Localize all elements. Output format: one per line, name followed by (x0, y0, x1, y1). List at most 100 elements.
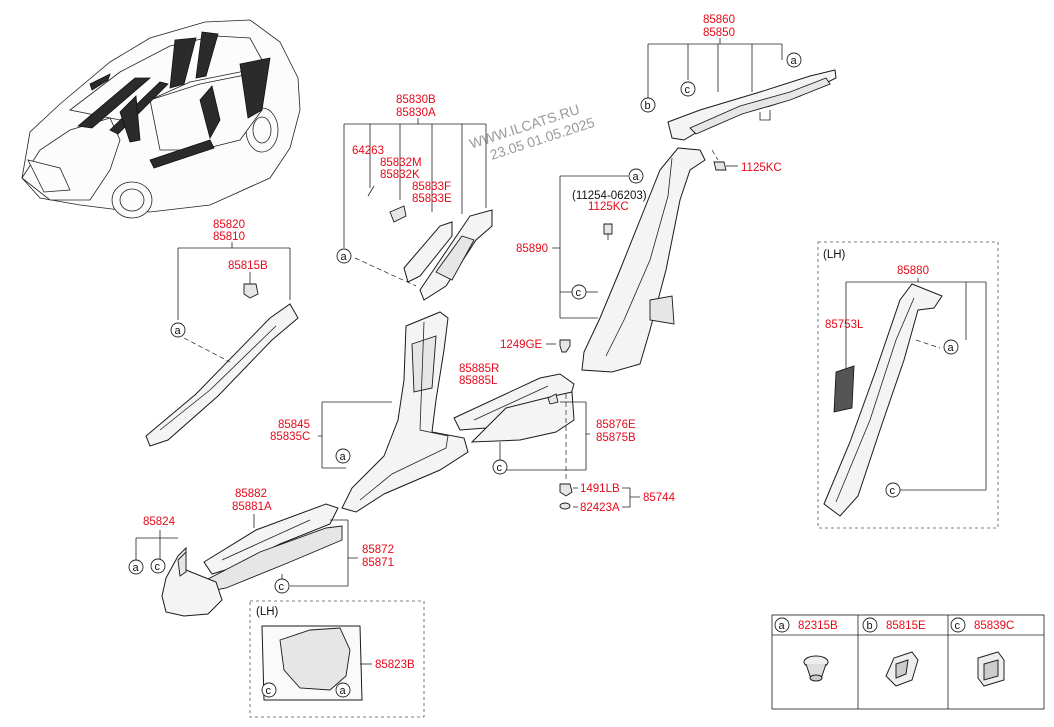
part-85882[interactable]: 85882 85881A (203, 488, 339, 575)
label-85882: 85882 (235, 488, 267, 500)
label-85753L: 85753L (825, 319, 864, 331)
part-1249GE[interactable]: 1249GE (500, 339, 571, 353)
label-85810: 85810 (213, 231, 245, 243)
label-85880: 85880 (897, 265, 929, 277)
label-85876E: 85876E (596, 419, 636, 431)
svg-text:a: a (133, 562, 140, 574)
label-85820: 85820 (213, 219, 245, 231)
part-85885[interactable]: 85885R 85885L (453, 363, 575, 443)
callout-a: a (943, 339, 959, 355)
label-85824: 85824 (143, 516, 176, 528)
legend-part-b: 85815E (886, 620, 926, 632)
label-85744: 85744 (643, 492, 676, 504)
legend-b: b (862, 617, 878, 633)
label-85885R: 85885R (459, 363, 499, 375)
label-85815B: 85815B (228, 260, 268, 272)
callout-a: a (336, 248, 352, 264)
label-85832K: 85832K (380, 169, 420, 181)
label-lh-2: (LH) (256, 606, 279, 618)
label-11254: (11254-06203) (572, 190, 647, 202)
svg-text:c: c (266, 685, 272, 697)
label-85833E: 85833E (412, 193, 452, 205)
part-85860[interactable]: 85860 85850 (647, 14, 837, 141)
label-1125KC-a: 1125KC (741, 162, 782, 174)
svg-text:c: c (155, 561, 161, 573)
label-1491LB: 1491LB (580, 483, 620, 495)
svg-text:a: a (779, 620, 786, 632)
callout-a: a (786, 52, 802, 68)
svg-text:a: a (791, 55, 798, 67)
svg-text:a: a (948, 342, 955, 354)
svg-text:a: a (341, 251, 348, 263)
label-85832M: 85832M (380, 157, 422, 169)
callout-c: c (274, 578, 290, 594)
svg-text:b: b (645, 100, 651, 112)
legend-c: c (950, 617, 966, 633)
svg-text:c: c (279, 581, 285, 593)
svg-text:c: c (685, 84, 691, 96)
legend-table: a 82315B b 85815E c 85839C (771, 614, 1045, 710)
part-85890[interactable]: (11254-06203) 1125KC 85890 (516, 147, 706, 373)
legend-part-a: 82315B (798, 620, 838, 632)
label-85830A: 85830A (396, 107, 436, 119)
callout-c: c (261, 682, 277, 698)
label-85835C: 85835C (270, 431, 310, 443)
svg-text:a: a (175, 325, 182, 337)
lh-box-85880: (LH) 85880 85753L (817, 241, 999, 529)
part-85845[interactable]: 85845 85835C (270, 311, 469, 513)
label-1249GE: 1249GE (500, 339, 543, 351)
callout-a: a (335, 682, 351, 698)
label-85881A: 85881A (232, 501, 272, 513)
clip-a-icon (803, 655, 829, 682)
legend-part-c: 85839C (974, 620, 1014, 632)
part-85820[interactable]: 85820 85810 85815B (145, 219, 299, 447)
svg-text:a: a (633, 171, 640, 183)
callout-a: a (628, 168, 644, 184)
label-85833F: 85833F (412, 181, 451, 193)
label-85875B: 85875B (596, 432, 636, 444)
label-85890: 85890 (516, 243, 548, 255)
label-85850: 85850 (703, 27, 735, 39)
callout-a: a (335, 448, 351, 464)
svg-text:c: c (576, 287, 582, 299)
clip-c-icon (977, 651, 1005, 687)
svg-text:c: c (890, 485, 896, 497)
callout-a: a (128, 559, 144, 575)
clip-b-icon (885, 651, 919, 687)
callout-c: c (571, 284, 587, 300)
label-85860: 85860 (703, 14, 735, 26)
svg-text:a: a (340, 685, 347, 697)
label-85872: 85872 (362, 544, 394, 556)
part-85830[interactable]: 85830B 85830A 64263 85832M 85832K 85833F… (343, 94, 493, 301)
label-82423A: 82423A (580, 502, 620, 514)
callout-b: b (640, 97, 656, 113)
label-85871: 85871 (362, 557, 394, 569)
part-85744[interactable]: 1491LB 82423A 85744 (559, 394, 676, 514)
callouts: a c b a c a a a c c a c a c c a (128, 52, 959, 698)
label-1125KC-b: 1125KC (588, 201, 629, 213)
callout-a: a (170, 322, 186, 338)
part-85824[interactable]: 85824 (135, 516, 223, 617)
callout-c: c (492, 459, 508, 475)
legend-a: a (774, 617, 790, 633)
label-64263: 64263 (352, 145, 384, 157)
svg-text:b: b (867, 620, 873, 632)
callout-c: c (150, 558, 166, 574)
label-85830B: 85830B (396, 94, 436, 106)
label-85823B: 85823B (375, 659, 415, 671)
part-85876[interactable]: 85876E 85875B (499, 401, 636, 471)
label-85845: 85845 (278, 419, 310, 431)
watermark: WWW.ILCATS.RU 23.05 01.05.2025 (467, 101, 596, 163)
callout-c: c (680, 81, 696, 97)
label-lh-1: (LH) (823, 249, 846, 261)
svg-text:c: c (497, 462, 503, 474)
part-1125KC-a[interactable]: 1125KC (711, 149, 782, 174)
callout-c: c (885, 482, 901, 498)
lh-box-85823B: (LH) 85823B (249, 600, 425, 718)
label-85885L: 85885L (459, 375, 498, 387)
part-85872[interactable]: 85872 85871 (205, 519, 394, 593)
svg-text:a: a (340, 451, 347, 463)
svg-text:c: c (955, 620, 961, 632)
car-illustration (21, 19, 301, 219)
